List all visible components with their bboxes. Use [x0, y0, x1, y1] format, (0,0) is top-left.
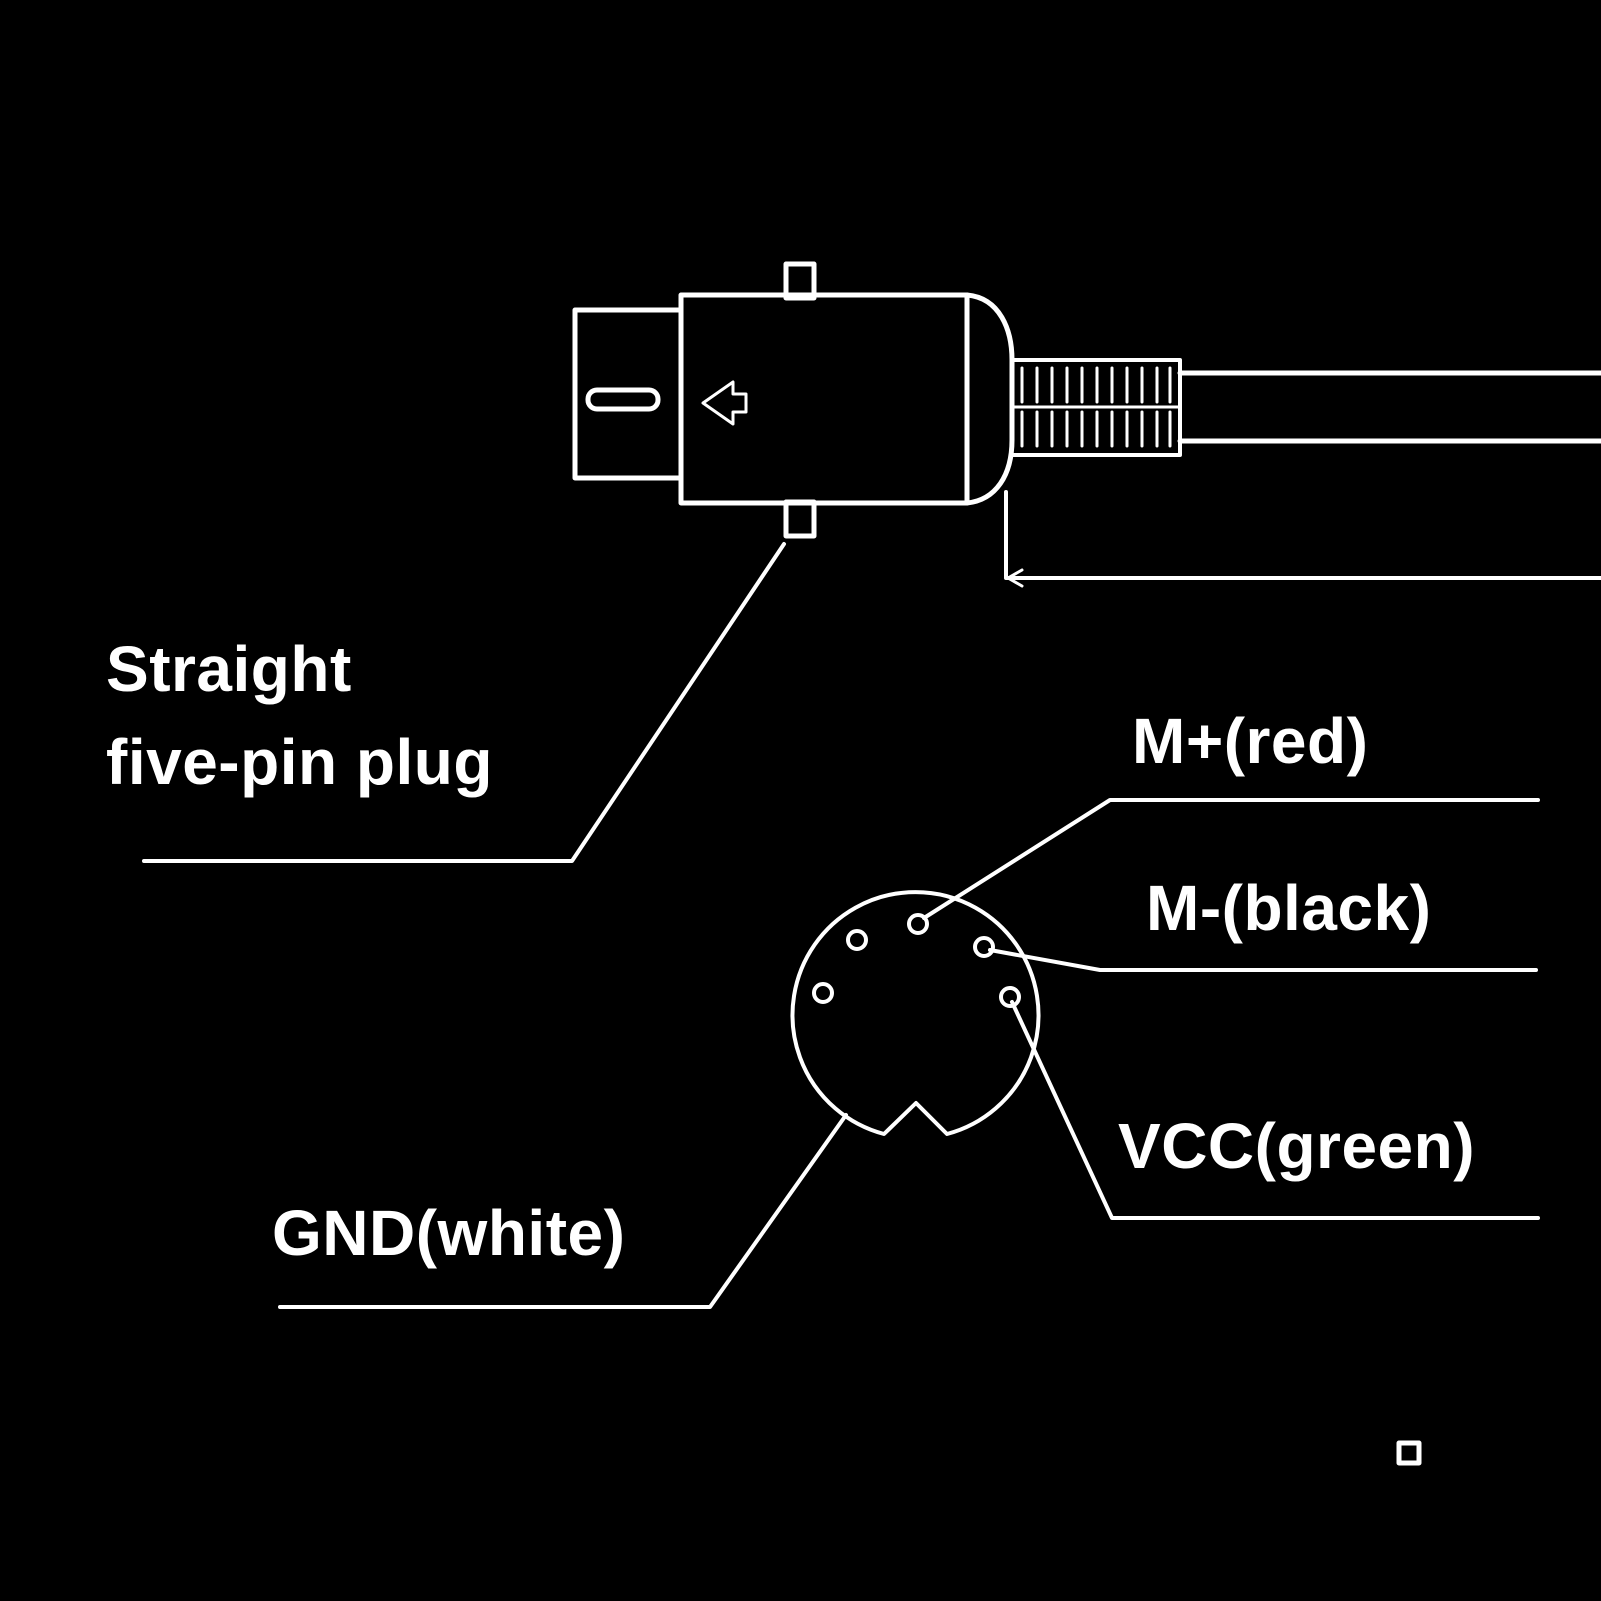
plug-drawing [572, 261, 1601, 539]
pin-m-plus [907, 913, 929, 935]
pin-vcc [999, 986, 1021, 1008]
leader-plug [142, 542, 786, 863]
leader-vcc [1010, 1000, 1540, 1220]
plug-arrow [701, 380, 748, 426]
pin-m-minus [973, 936, 995, 958]
leader-m-plus [922, 798, 1540, 920]
pin-top-left [846, 929, 868, 951]
plug-rear-cap [964, 292, 1015, 506]
plug-tab-bottom [783, 499, 817, 539]
plug-label-line1: Straight [106, 633, 352, 705]
leader-lines [142, 542, 1540, 1309]
pin-gnd [812, 982, 834, 1004]
dimension-line [1004, 490, 1601, 588]
connector-face [790, 890, 1041, 1136]
strain-relief-ribs [1010, 366, 1182, 448]
gnd-label: GND(white) [272, 1197, 626, 1269]
plug-label-line2: five-pin plug [106, 726, 493, 798]
plug-pin-slot [585, 387, 661, 412]
connector-outline [790, 890, 1041, 1136]
small-square-mark [1396, 1440, 1422, 1466]
m-plus-label: M+(red) [1132, 705, 1369, 777]
plug-body [678, 292, 970, 506]
vcc-label: VCC(green) [1118, 1110, 1476, 1182]
leader-gnd [278, 1113, 848, 1309]
leader-m-minus [988, 948, 1538, 972]
m-minus-label: M-(black) [1146, 872, 1432, 944]
plug-tab-top [783, 261, 817, 301]
